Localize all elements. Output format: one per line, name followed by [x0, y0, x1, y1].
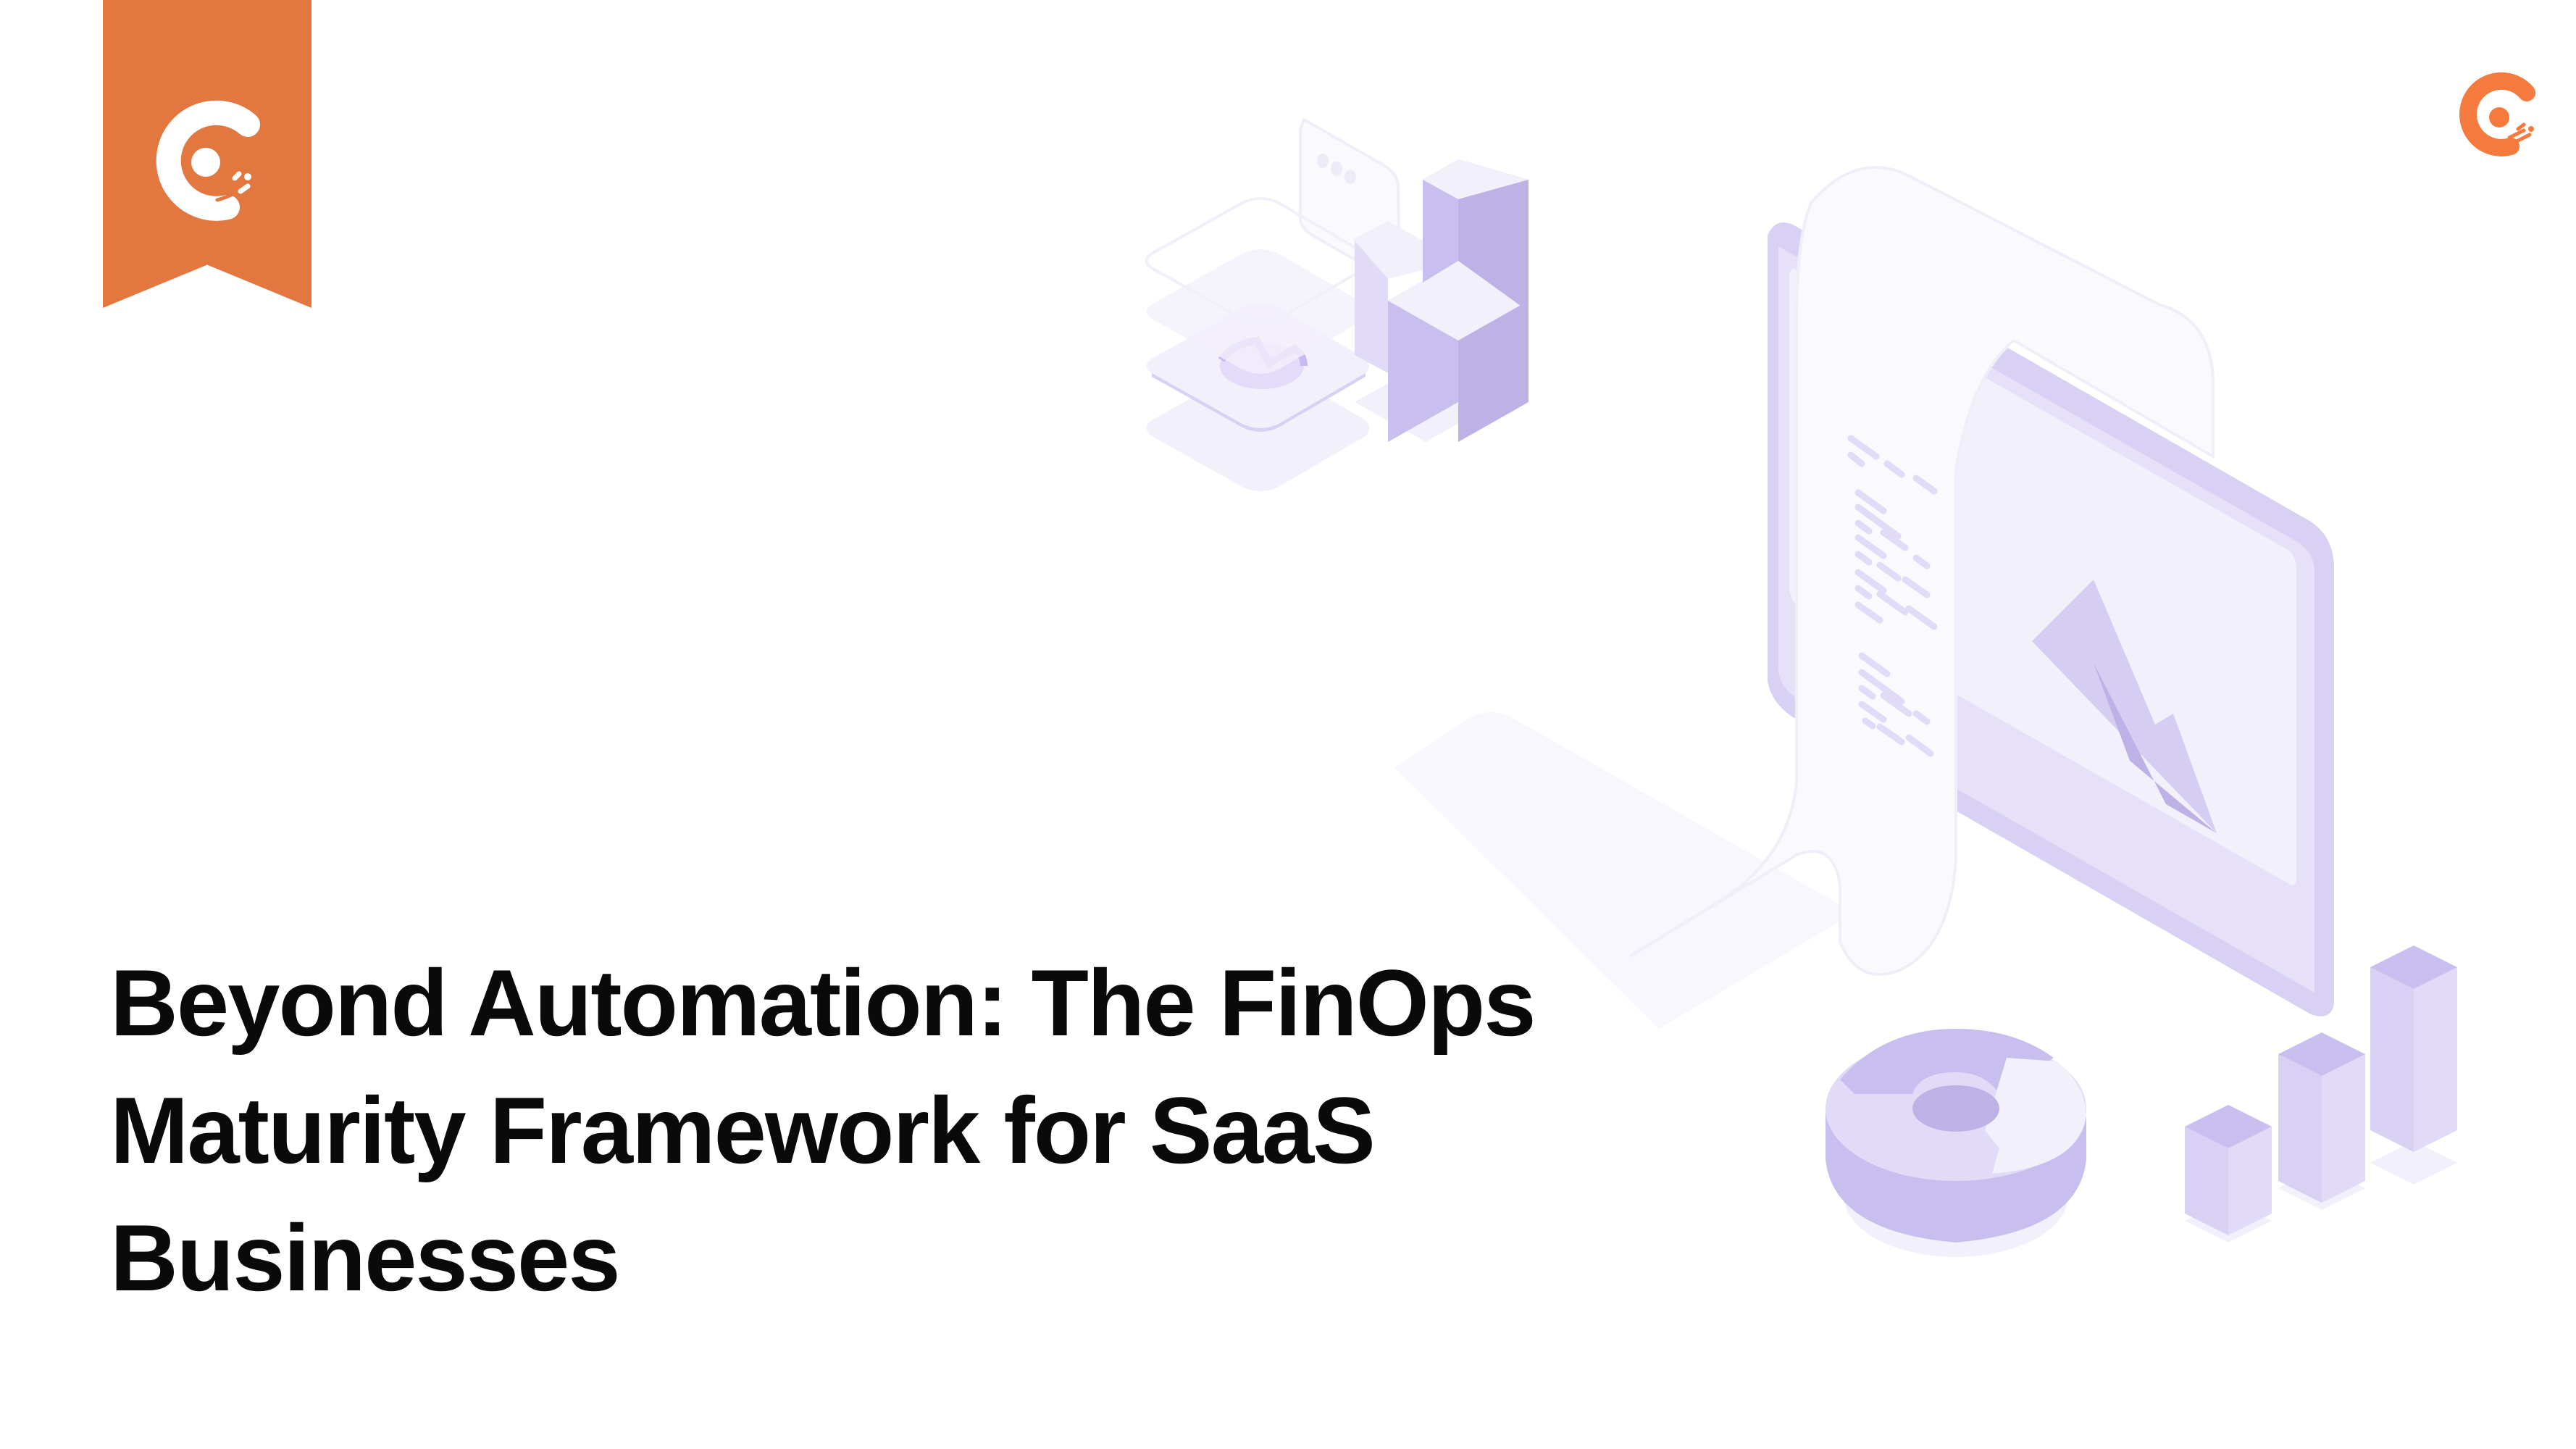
brand-ribbon — [103, 0, 311, 308]
finance-illustration — [1145, 117, 2457, 1257]
layered-pie-chart-tiles — [1145, 197, 1371, 491]
rising-bar-columns — [2185, 945, 2457, 1243]
chargebee-logo-icon — [156, 100, 260, 221]
stacked-bar-blocks — [1353, 159, 1529, 442]
headline-line-1: Beyond Automation: The FinOps — [110, 950, 1536, 1056]
page-headline: Beyond Automation: The FinOps Maturity F… — [110, 939, 1704, 1321]
donut-chart-3d — [1826, 1029, 2086, 1257]
chargebee-corner-logo-icon — [2459, 72, 2535, 156]
headline-line-3: Businesses — [110, 1205, 621, 1311]
headline-line-2: Maturity Framework for SaaS — [110, 1077, 1376, 1183]
receipt-scroll — [1394, 166, 2215, 1029]
